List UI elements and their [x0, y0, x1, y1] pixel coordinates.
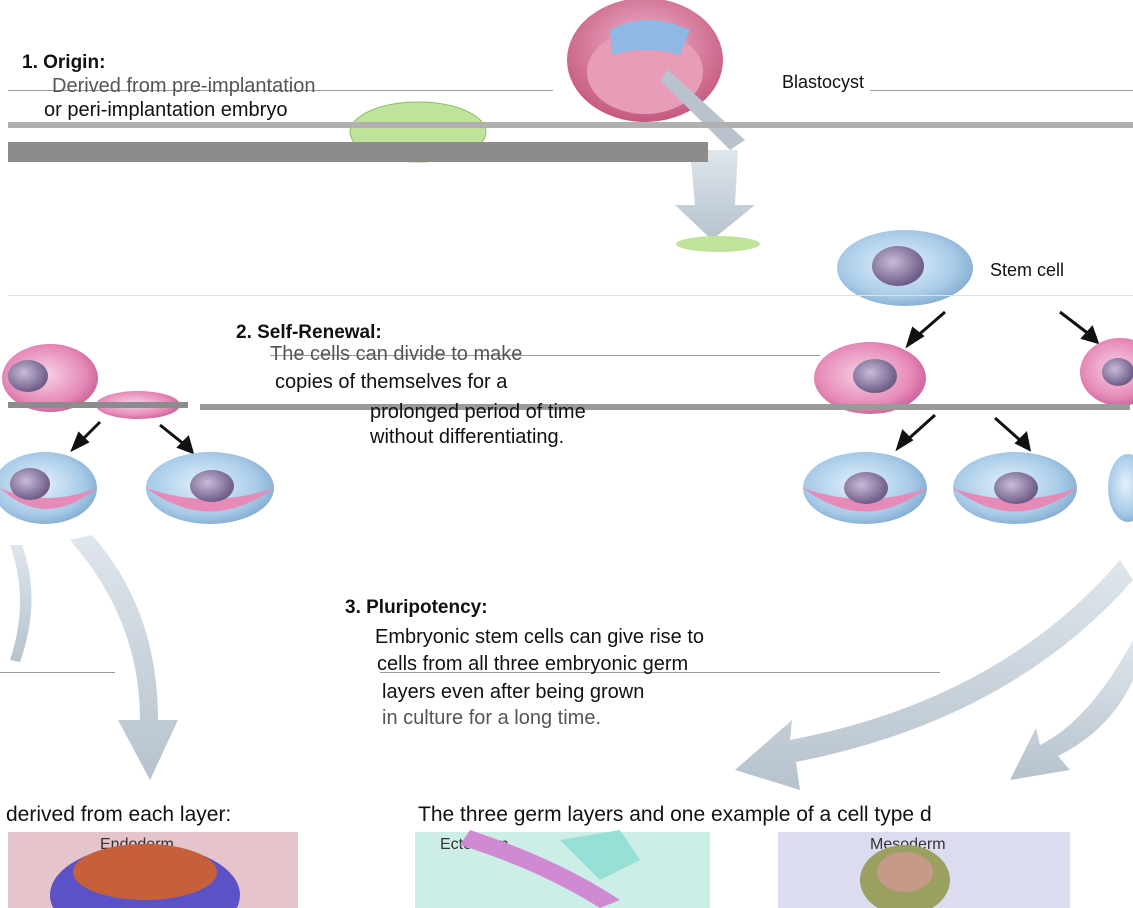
- arrow-left-to-endoderm: [70, 535, 178, 780]
- divider-line: [0, 672, 115, 673]
- self-renewal-title: 2. Self-Renewal:: [236, 322, 382, 344]
- germ-caption-left: derived from each layer:: [6, 802, 231, 827]
- self-renewal-line-3: prolonged period of time: [370, 400, 586, 425]
- arrow-right-to-ectoderm: [735, 560, 1133, 790]
- origin-title: 1. Origin:: [22, 52, 105, 74]
- germ-caption-right: The three germ layers and one example of…: [418, 802, 1133, 827]
- pluripotency-line-1: Embryonic stem cells can give rise to: [375, 625, 704, 650]
- pluripotency-line-2: cells from all three embryonic germ: [377, 652, 688, 677]
- origin-line-2: or peri-implantation embryo: [44, 98, 287, 123]
- right-granddaughter-cells: [803, 452, 1133, 524]
- left-granddaughter-cells: [0, 452, 274, 524]
- arrow-left-small: [10, 545, 32, 662]
- blastocyst-label: Blastocyst: [782, 70, 864, 95]
- glitch-bar: [8, 142, 708, 162]
- pluripotency-line-3: layers even after being grown: [382, 680, 644, 705]
- arrow-blastocyst-to-cell: [675, 150, 755, 240]
- right-daughter-cells: [814, 338, 1133, 414]
- glitch-bar: [8, 402, 188, 408]
- divider-line: [8, 295, 1133, 296]
- origin-line-1: Derived from pre-implantation: [52, 74, 315, 99]
- self-renewal-line-1: The cells can divide to make: [270, 342, 522, 367]
- self-renewal-line-4: without differentiating.: [370, 425, 564, 450]
- self-renewal-line-2: copies of themselves for a: [275, 370, 507, 395]
- pluripotency-title: 3. Pluripotency:: [345, 597, 488, 619]
- divider-line: [870, 90, 1133, 91]
- stem-cell-label: Stem cell: [990, 258, 1064, 283]
- pluripotency-line-4: in culture for a long time.: [382, 706, 601, 731]
- glitch-bar: [200, 404, 1130, 410]
